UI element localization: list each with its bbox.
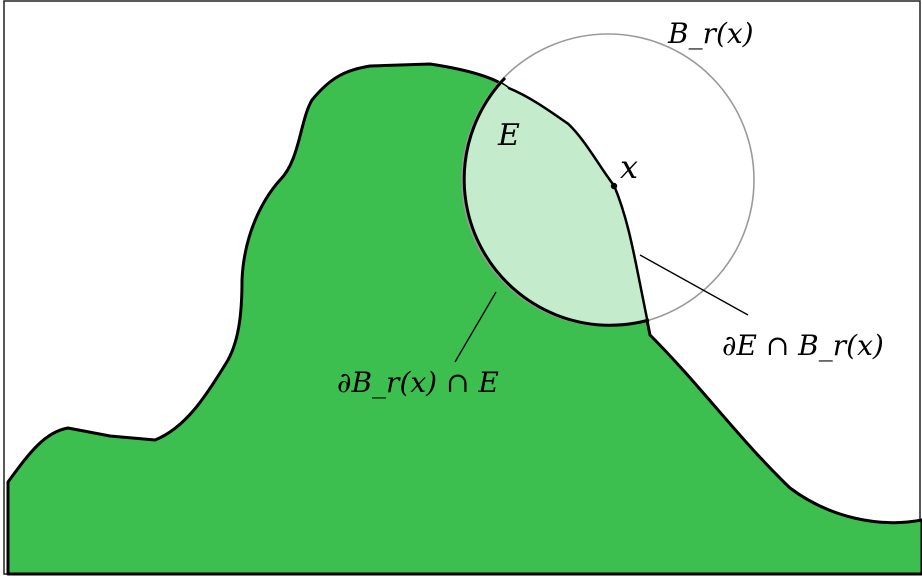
leader-line-region-boundary bbox=[639, 254, 749, 316]
label-ball: B_r(x) bbox=[667, 17, 754, 50]
label-region-boundary-in-ball: ∂E ∩ B_r(x) bbox=[722, 329, 884, 362]
ball-boundary-in-region-arc bbox=[462, 76, 650, 327]
label-region-e: E bbox=[497, 118, 520, 153]
leader-line-ball-boundary bbox=[454, 291, 497, 363]
point-x-dot bbox=[610, 182, 618, 190]
region-e-shape bbox=[6, 62, 922, 576]
region-boundary-in-ball bbox=[507, 87, 651, 326]
label-point-x: x bbox=[620, 148, 638, 186]
label-ball-boundary-in-region: ∂B_r(x) ∩ E bbox=[337, 366, 499, 399]
